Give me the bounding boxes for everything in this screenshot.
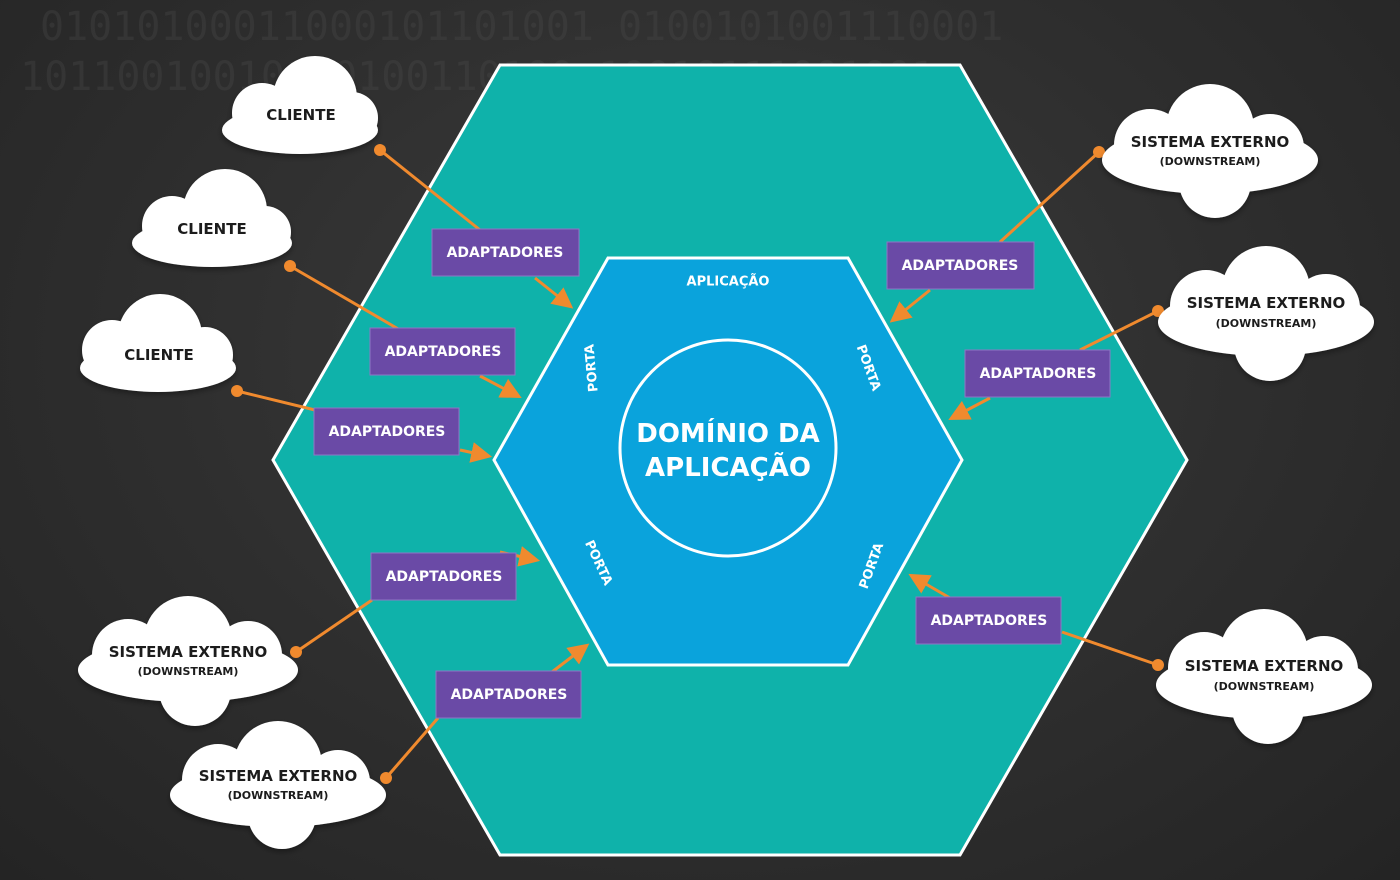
arrow (889, 288, 931, 323)
cloud-title: CLIENTE (266, 106, 335, 124)
adapter-box: ADAPTADORES (369, 327, 516, 376)
adapter-box: ADAPTADORES (313, 407, 460, 456)
connector-line (289, 264, 401, 332)
adapter-label: ADAPTADORES (980, 366, 1097, 382)
connector-line (384, 717, 440, 779)
arrows (459, 276, 991, 674)
adapter-box: ADAPTADORES (964, 349, 1111, 398)
arrow (534, 276, 574, 309)
cloud-title: CLIENTE (124, 346, 193, 364)
connector-dot (1152, 659, 1164, 671)
cloud-sistema-externo-right-2: SISTEMA EXTERNO (DOWNSTREAM) (1158, 246, 1374, 381)
background-digits-1: 01010100011000101101001 0100101001110001 (40, 4, 1003, 50)
cloud-title: SISTEMA EXTERNO (1187, 294, 1346, 312)
arrow (551, 643, 590, 674)
cloud-sistema-externo-left-2: SISTEMA EXTERNO (DOWNSTREAM) (170, 721, 386, 849)
connector-dot (231, 385, 243, 397)
application-label: APLICAÇÃO (687, 274, 770, 290)
cloud-title: CLIENTE (177, 220, 246, 238)
connector-dot (290, 646, 302, 658)
adapter-label: ADAPTADORES (931, 613, 1048, 629)
cloud-subtitle: (DOWNSTREAM) (1214, 680, 1315, 693)
connector-dot (1152, 305, 1164, 317)
domain-label-line2: APLICAÇÃO (645, 451, 811, 483)
arrow (908, 573, 951, 600)
connector-line (295, 598, 373, 654)
cloud-sistema-externo-right-3: SISTEMA EXTERNO (DOWNSTREAM) (1156, 609, 1372, 744)
cloud-title: SISTEMA EXTERNO (1131, 133, 1290, 151)
connector-line (236, 389, 316, 412)
cloud-subtitle: (DOWNSTREAM) (228, 789, 329, 802)
connector-line (1079, 309, 1159, 352)
connector-line (1061, 630, 1159, 667)
adapter-box: ADAPTADORES (435, 670, 582, 719)
cloud-sistema-externo-right-1: SISTEMA EXTERNO (DOWNSTREAM) (1102, 84, 1318, 218)
cloud-subtitle: (DOWNSTREAM) (1160, 155, 1261, 168)
adapter-label: ADAPTADORES (451, 687, 568, 703)
connector-dots (231, 144, 1164, 784)
adapter-box: ADAPTADORES (886, 241, 1035, 290)
adapter-label: ADAPTADORES (386, 569, 503, 585)
connector-dot (284, 260, 296, 272)
arrow (459, 442, 493, 463)
adapter-box: ADAPTADORES (915, 596, 1062, 645)
connector-line (379, 148, 481, 232)
cloud-title: SISTEMA EXTERNO (109, 643, 268, 661)
adapter-label: ADAPTADORES (385, 344, 502, 360)
connector-dot (374, 144, 386, 156)
cloud-cliente-2: CLIENTE (132, 169, 292, 267)
adapter-box: ADAPTADORES (431, 228, 580, 277)
cloud-cliente-1: CLIENTE (222, 56, 378, 154)
cloud-title: SISTEMA EXTERNO (1185, 657, 1344, 675)
adapter-label: ADAPTADORES (329, 424, 446, 440)
adapter-box: ADAPTADORES (370, 552, 517, 601)
cloud-cliente-3: CLIENTE (80, 294, 236, 392)
domain-label-line1: DOMÍNIO DA (636, 417, 820, 449)
arrow (948, 396, 991, 420)
connector-dot (1093, 146, 1105, 158)
adapter-label: ADAPTADORES (447, 245, 564, 261)
adapter-label: ADAPTADORES (902, 258, 1019, 274)
connector-dot (380, 772, 392, 784)
domain-circle (618, 338, 838, 558)
connectors (236, 148, 1159, 779)
arrow (479, 374, 522, 398)
cloud-subtitle: (DOWNSTREAM) (1216, 317, 1317, 330)
cloud-sistema-externo-left-1: SISTEMA EXTERNO (DOWNSTREAM) (78, 596, 298, 726)
port-label-top-left: PORTA (582, 343, 601, 392)
cloud-title: SISTEMA EXTERNO (199, 767, 358, 785)
connector-line (998, 150, 1101, 244)
cloud-subtitle: (DOWNSTREAM) (138, 665, 239, 678)
